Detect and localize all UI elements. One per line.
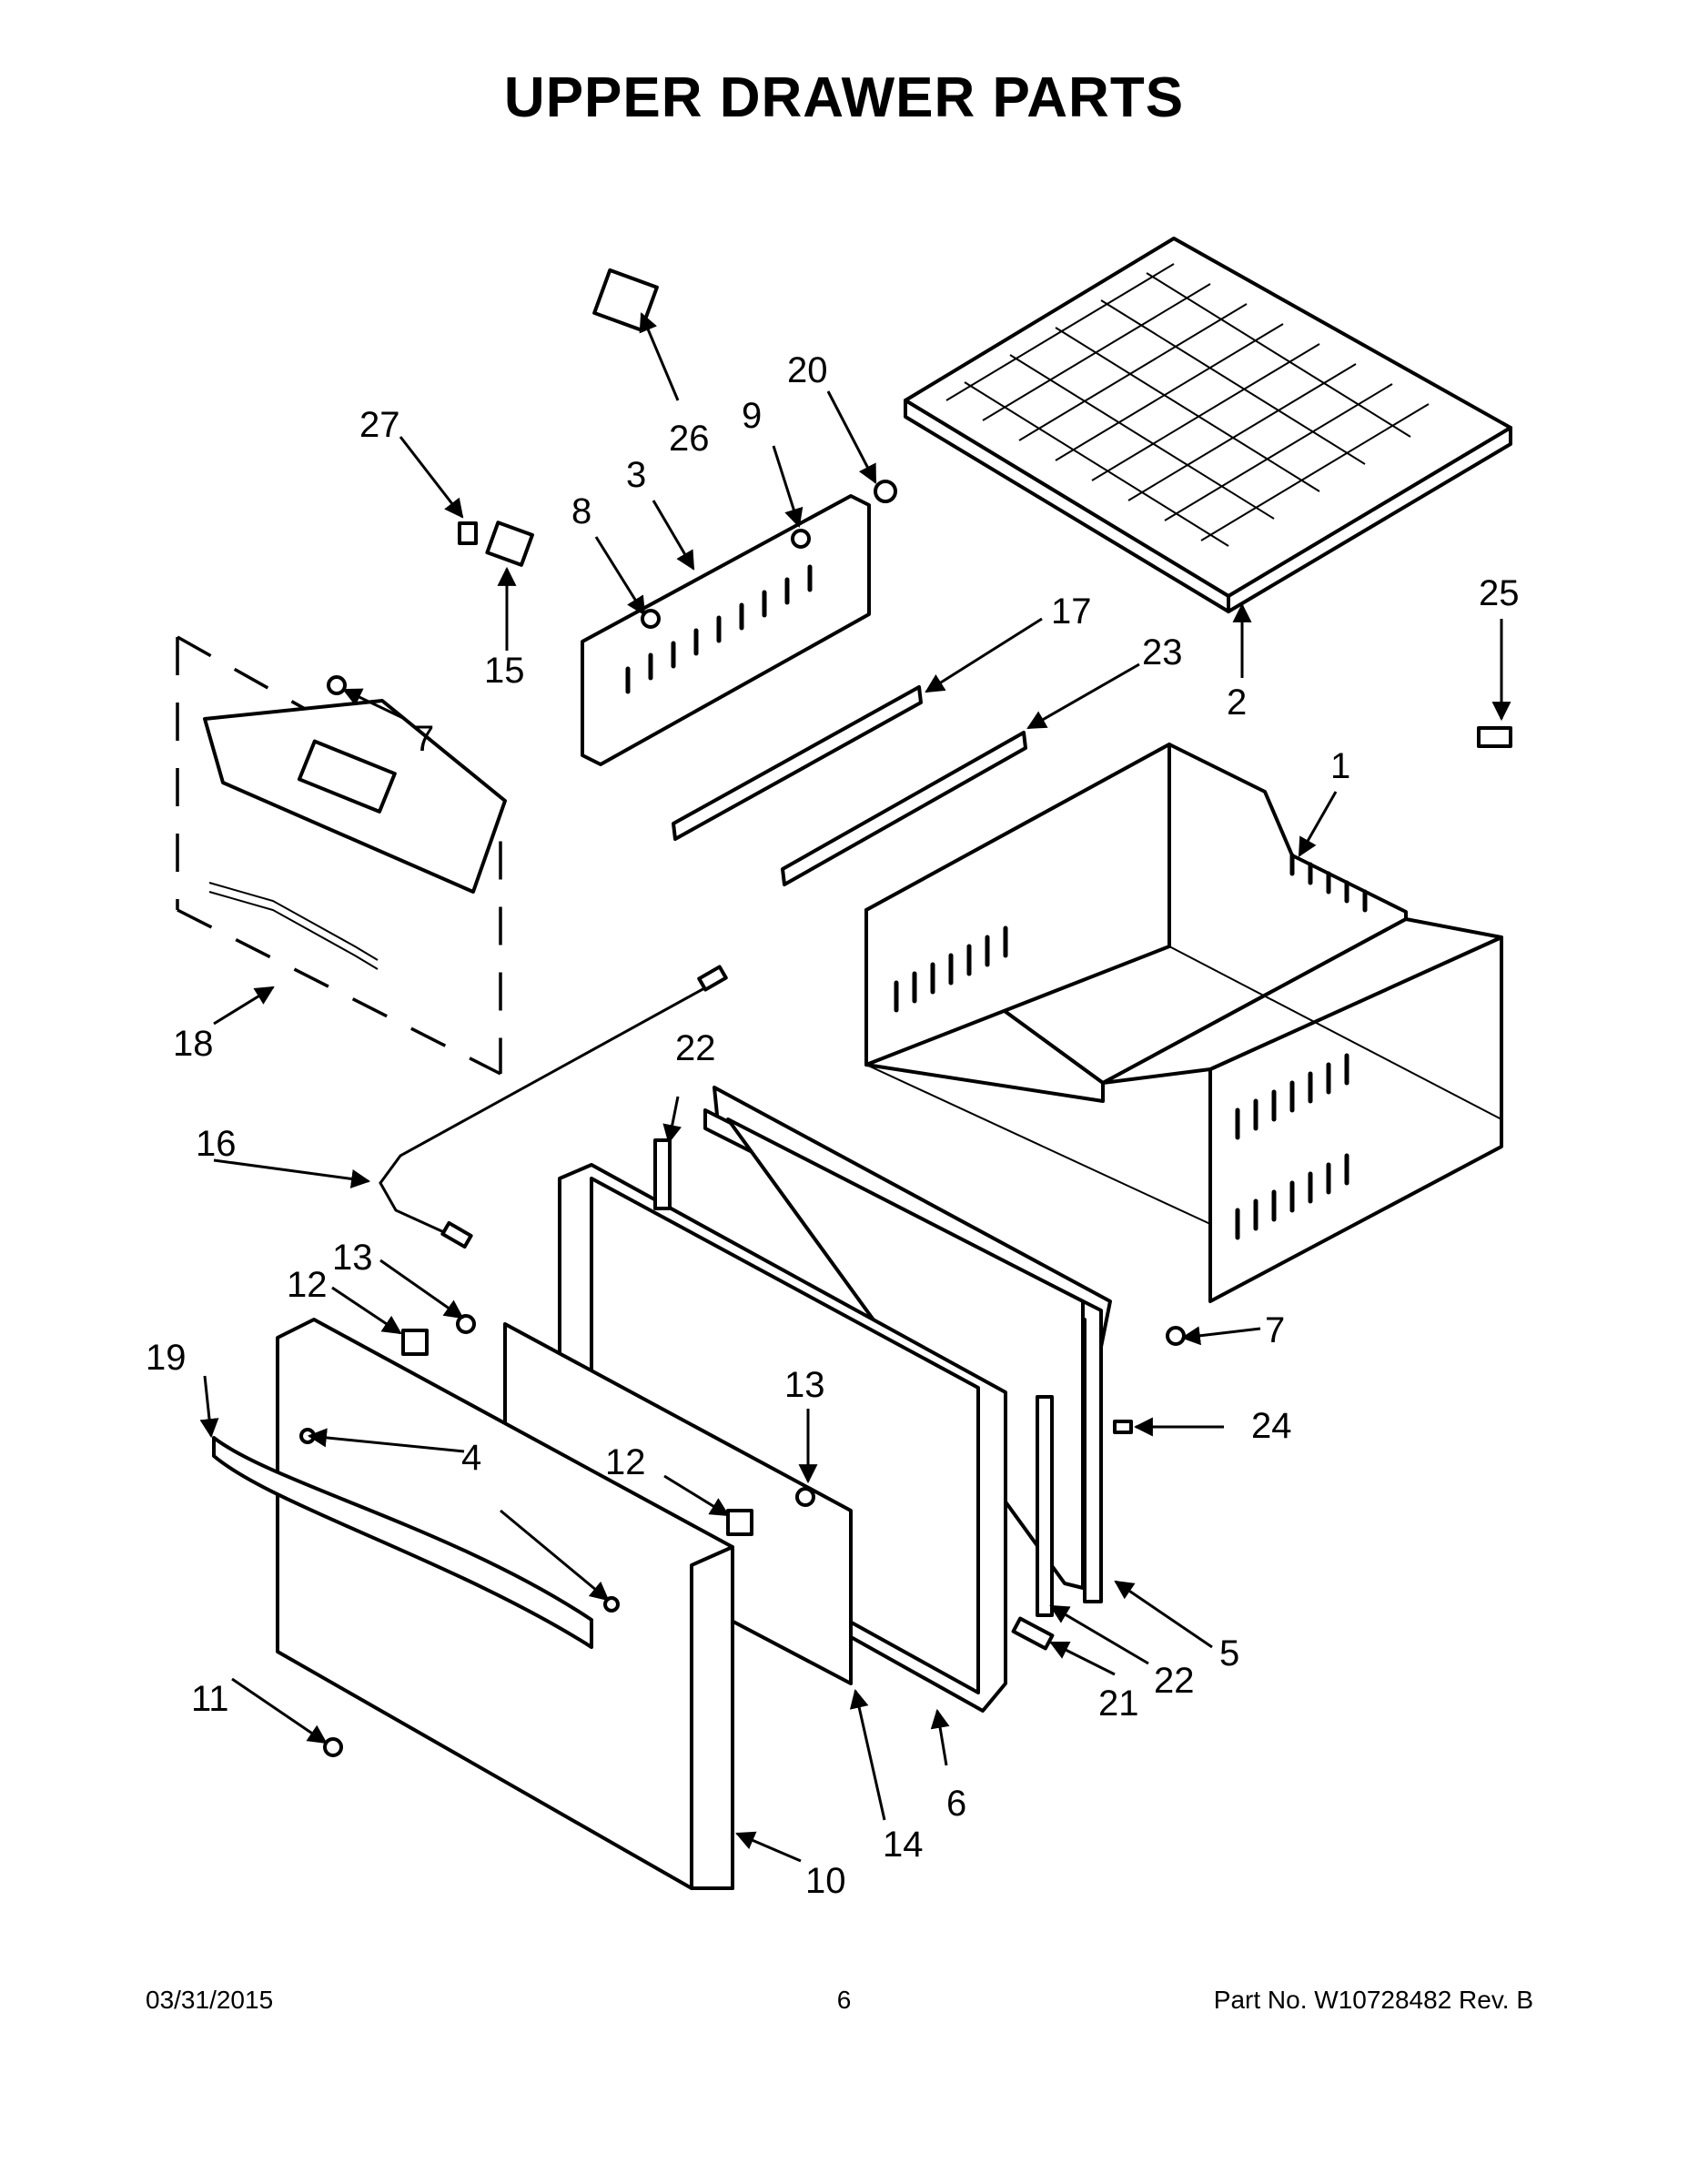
- callout-16: 16: [196, 1124, 237, 1164]
- callout-22b: 22: [1154, 1661, 1195, 1701]
- part-20-nut: [874, 480, 897, 503]
- callout-13b: 13: [784, 1365, 825, 1405]
- part-15-clip: [485, 521, 534, 567]
- callout-12a: 12: [287, 1265, 328, 1305]
- strip-23-part: [781, 731, 1027, 886]
- control-module-group: [176, 635, 507, 1076]
- part-4-plug-b: [603, 1596, 620, 1613]
- callout-8: 8: [571, 491, 591, 531]
- callout-17: 17: [1051, 592, 1092, 632]
- bracket-plate-part: [581, 494, 871, 766]
- callout-5: 5: [1219, 1633, 1239, 1673]
- outer-door-panel-part: [276, 1318, 734, 1890]
- page-title: UPPER DRAWER PARTS: [503, 66, 1185, 129]
- footer-part-number: Part No. W10728482 Rev. B: [1213, 1986, 1533, 2014]
- part-25-clip: [1477, 726, 1512, 748]
- part-12-pad-a: [401, 1329, 429, 1356]
- callout-24: 24: [1251, 1406, 1292, 1446]
- part-12-pad-b: [726, 1509, 753, 1536]
- callout-10: 10: [805, 1861, 846, 1901]
- part-27-clip: [458, 521, 478, 545]
- wire-harness-part: [379, 965, 728, 1249]
- callout-1: 1: [1330, 746, 1350, 786]
- part-24-clip: [1113, 1420, 1133, 1434]
- callout-6: 6: [946, 1784, 966, 1824]
- shelf-part: [904, 237, 1512, 613]
- callout-25: 25: [1479, 573, 1520, 613]
- callout-22a: 22: [675, 1028, 716, 1068]
- callout-18: 18: [173, 1024, 214, 1064]
- callout-9: 9: [742, 396, 762, 436]
- callout-27: 27: [359, 405, 400, 445]
- callout-13a: 13: [332, 1238, 373, 1278]
- callout-2: 2: [1227, 682, 1247, 723]
- callout-7b: 7: [1265, 1310, 1285, 1350]
- callout-3: 3: [626, 455, 646, 495]
- strip-17-part: [672, 685, 923, 841]
- callout-26: 26: [669, 419, 710, 459]
- drawer-bin-part: [864, 743, 1503, 1303]
- part-13-screw-a: [456, 1314, 476, 1334]
- callout-labels: 1 2 3 4 5 6 7 7 8 9 10 11 12 12 13 13 14…: [146, 350, 1520, 1901]
- part-7-screw-b: [1166, 1326, 1186, 1346]
- part-21-clip: [1011, 1616, 1055, 1651]
- part-9-screw: [791, 529, 811, 549]
- part-7-screw-a: [327, 675, 347, 695]
- part-22-strip-a: [653, 1138, 672, 1210]
- footer-page-number: 6: [836, 1986, 852, 2014]
- callout-21: 21: [1098, 1684, 1139, 1724]
- footer-date: 03/31/2015: [146, 1986, 274, 2014]
- callout-leaders: [199, 312, 1511, 1863]
- callout-12b: 12: [605, 1442, 646, 1482]
- handle-part: [212, 1436, 593, 1649]
- part-22-strip-b: [1036, 1395, 1054, 1617]
- callout-15: 15: [484, 651, 525, 691]
- part-8-screw: [641, 609, 661, 629]
- callout-14: 14: [883, 1825, 924, 1865]
- callout-20: 20: [787, 350, 828, 390]
- callout-11: 11: [191, 1679, 229, 1719]
- callout-19: 19: [146, 1338, 187, 1378]
- callout-7a: 7: [414, 719, 434, 759]
- part-26-clip: [592, 268, 659, 332]
- callout-23: 23: [1142, 632, 1183, 672]
- callout-4-label: 4: [461, 1438, 481, 1478]
- part-13-screw-b: [795, 1487, 815, 1507]
- part-11-screw: [323, 1737, 343, 1757]
- bin-vent-slots: [894, 853, 1368, 1240]
